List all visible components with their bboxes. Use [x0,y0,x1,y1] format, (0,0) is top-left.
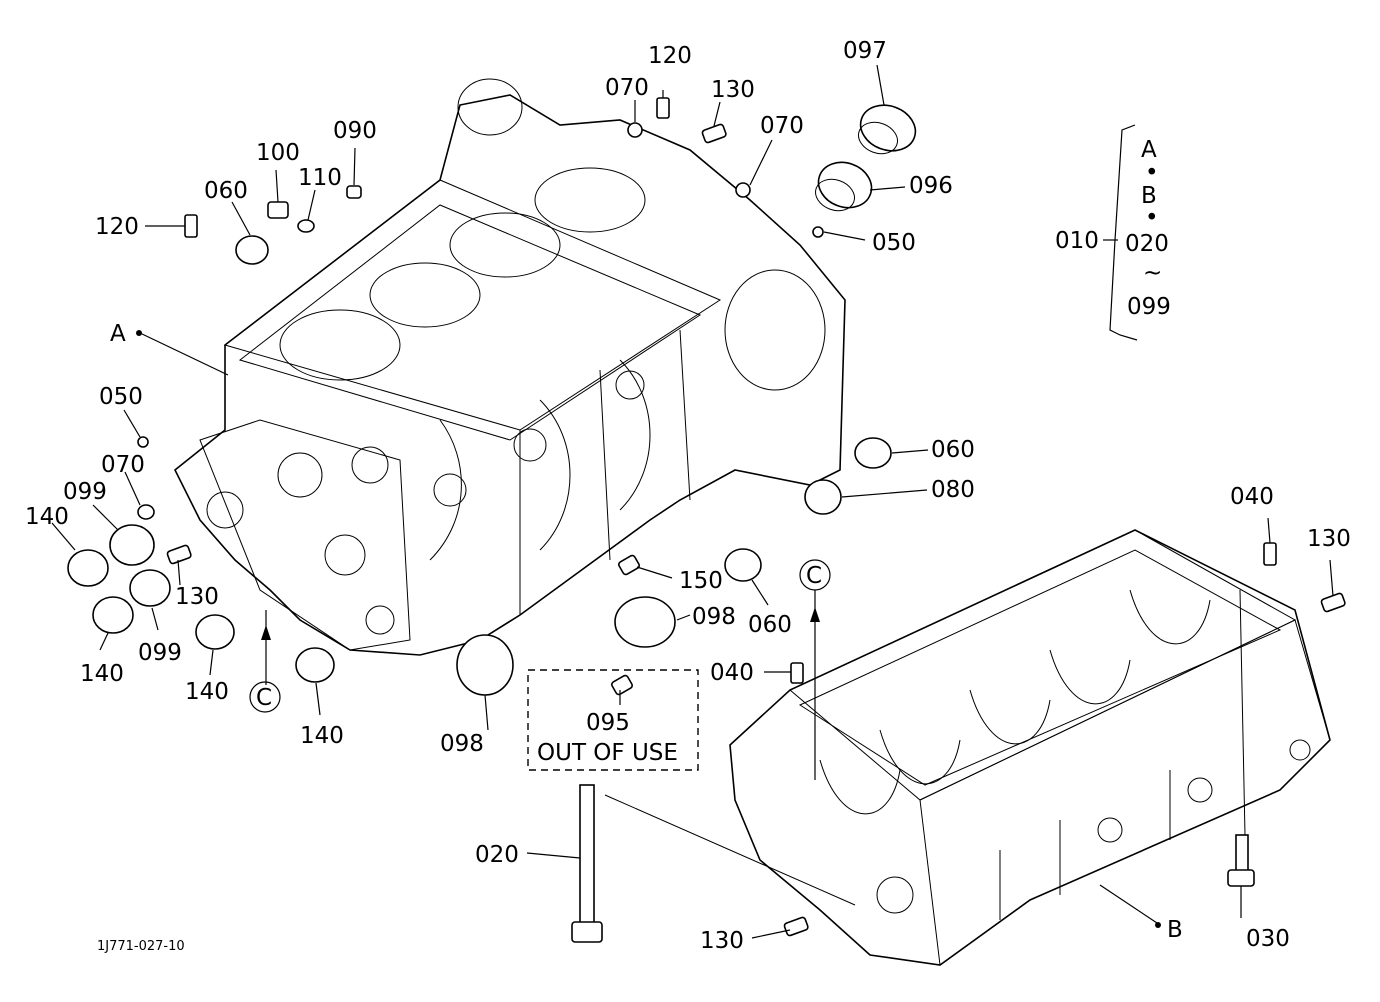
callout-097: 097 [843,38,887,64]
callout-140-left: 140 [25,504,69,530]
drawing-code: 1J771-027-10 [97,939,185,954]
callout-050-right: 050 [872,230,916,256]
callout-130-bottom: 130 [700,928,744,954]
callout-040-right: 040 [1230,484,1274,510]
part-pins [166,97,1346,937]
callout-150: 150 [679,568,723,594]
callout-100: 100 [256,140,300,166]
key-range-end: 099 [1127,294,1171,320]
callout-099-bottom: 099 [138,640,182,666]
out-of-use-box [527,669,699,771]
callout-098-bottom: 098 [440,731,484,757]
callout-050-left: 050 [99,384,143,410]
callout-030: 030 [1246,926,1290,952]
callout-130-right: 130 [1307,526,1351,552]
callout-130-left: 130 [175,584,219,610]
callout-070-right: 070 [760,113,804,139]
callout-060-top: 060 [204,178,248,204]
view-marker-c-1: C [256,685,272,711]
key-separator-1: • [1145,160,1159,186]
part-bolt-030 [1227,834,1255,887]
callout-095: 095 [586,710,630,736]
callout-098-right: 098 [692,604,736,630]
callout-090: 090 [333,118,377,144]
key-b: B [1141,183,1157,209]
callout-080: 080 [931,477,975,503]
part-bushing-097 [858,104,917,155]
callout-060-right: 060 [931,437,975,463]
key-range-tilde: ~ [1143,260,1162,286]
callout-010: 010 [1055,228,1099,254]
key-range-start: 020 [1125,231,1169,257]
view-marker-c-2: C [806,563,822,589]
callout-120-top: 120 [648,43,692,69]
callout-a: A [110,321,126,347]
callout-130-top: 130 [711,77,755,103]
key-a: A [1141,137,1157,163]
callout-060-mid: 060 [748,612,792,638]
callout-099-left: 099 [63,479,107,505]
key-separator-2: • [1145,205,1159,231]
callout-b: B [1167,917,1183,943]
callout-096: 096 [909,173,953,199]
upper-crankcase-block [173,78,846,656]
lower-crankcase-block [729,529,1331,966]
part-plugs-small [611,554,640,696]
callout-140-lower: 140 [300,723,344,749]
callout-140-bottom: 140 [185,679,229,705]
leader-lines [51,64,1334,939]
callout-070-left: 070 [101,452,145,478]
callout-040-left: 040 [710,660,754,686]
callout-140-lower-left: 140 [80,661,124,687]
out-of-use-label: OUT OF USE [537,740,678,766]
callout-020: 020 [475,842,519,868]
view-marker-c-circle-2 [799,559,831,591]
part-bolt-020 [571,784,603,943]
callout-070-top: 070 [605,75,649,101]
part-bushings-098 [456,596,676,696]
callout-110: 110 [298,165,342,191]
part-seals [67,437,892,683]
view-marker-c-circle-1 [249,681,281,713]
part-plugs [137,122,824,520]
callout-120-left: 120 [95,214,139,240]
part-bushing-096 [815,161,873,212]
